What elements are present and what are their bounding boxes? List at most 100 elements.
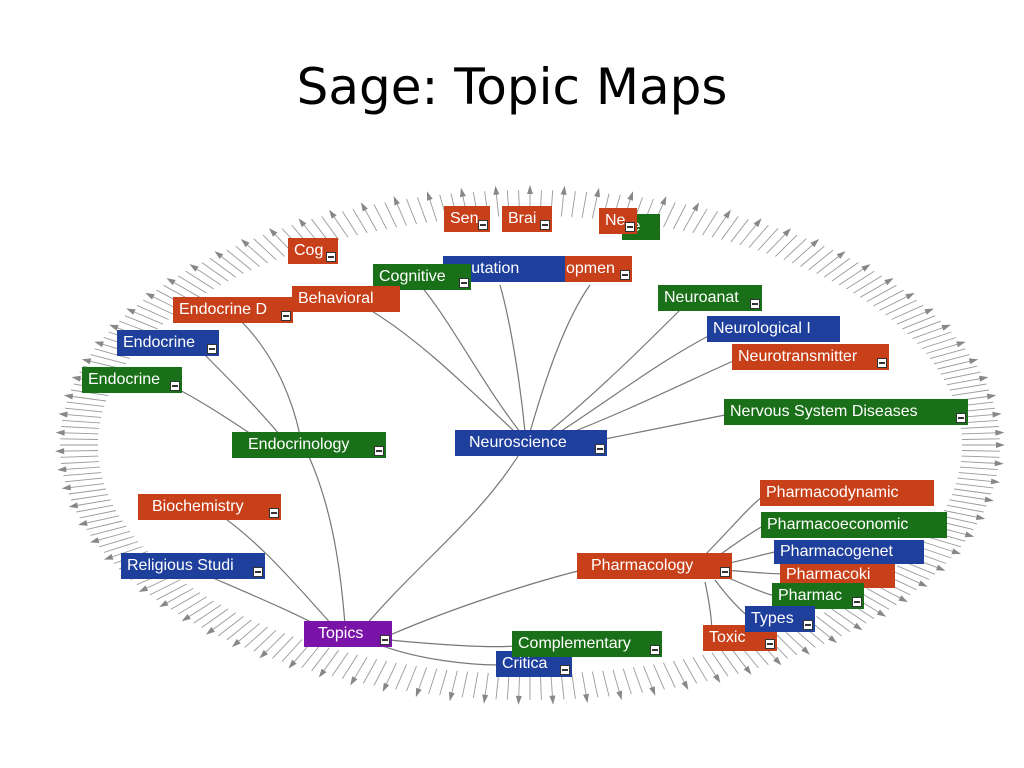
node-neurotransmitter[interactable]: Neurotransmitter: [732, 344, 889, 370]
node-cognitive[interactable]: Cognitive: [373, 264, 471, 290]
leaf-branch: [484, 672, 489, 699]
leaf-branch: [866, 588, 897, 606]
collapse-icon[interactable]: [380, 635, 390, 645]
node-endocrine-green[interactable]: Endocrine: [82, 367, 182, 393]
leaf-branch: [177, 596, 207, 615]
node-pharmacogenet[interactable]: Pharmacogenet: [774, 540, 924, 564]
leaf-branch: [62, 466, 101, 471]
collapse-icon[interactable]: [803, 620, 813, 630]
node-religious[interactable]: Religious Studi: [121, 553, 265, 579]
leaf-branch: [395, 664, 407, 690]
leaf-branch: [71, 493, 109, 501]
leaf-branch: [406, 665, 417, 692]
leaf-branch: [940, 365, 978, 375]
collapse-icon[interactable]: [269, 508, 279, 518]
node-toxic[interactable]: Toxic: [703, 625, 777, 651]
leaf-arrow: [627, 191, 633, 201]
collapse-icon[interactable]: [650, 645, 660, 655]
collapse-icon[interactable]: [765, 639, 775, 649]
node-ne[interactable]: Ne: [599, 208, 637, 234]
leaf-arrow: [616, 690, 623, 701]
node-neurological[interactable]: Neurological I: [707, 316, 840, 342]
node-pharmacoeconomic[interactable]: Pharmacoeconomic: [761, 512, 947, 538]
node-brai[interactable]: Brai: [502, 206, 552, 232]
leaf-branch: [739, 221, 759, 246]
node-neuroscience[interactable]: Neuroscience: [455, 430, 607, 456]
leaf-branch: [783, 238, 807, 261]
node-label: Pharmac: [778, 587, 843, 604]
leaf-branch: [775, 633, 798, 656]
node-types[interactable]: Types: [745, 606, 815, 632]
collapse-icon[interactable]: [595, 444, 605, 454]
leaf-branch: [846, 270, 875, 290]
edge-neuro-behavioral: [369, 309, 516, 433]
collapse-icon[interactable]: [720, 567, 730, 577]
leaf-branch: [951, 493, 989, 501]
leaf-branch: [73, 499, 111, 507]
collapse-icon[interactable]: [207, 344, 217, 354]
leaf-branch: [341, 210, 358, 236]
leaf-branch: [873, 289, 904, 307]
collapse-icon[interactable]: [459, 278, 469, 288]
collapse-icon[interactable]: [560, 665, 570, 675]
node-development[interactable]: opmen: [560, 256, 632, 282]
leaf-branch: [730, 218, 749, 243]
leaf-branch: [571, 191, 576, 218]
node-pharmacology[interactable]: Pharmacology: [577, 553, 732, 579]
leaf-branch: [253, 238, 277, 261]
leaf-arrow: [782, 228, 791, 237]
leaf-branch: [149, 579, 181, 596]
collapse-icon[interactable]: [956, 413, 966, 423]
collapse-icon[interactable]: [620, 270, 630, 280]
node-complementary[interactable]: Complementary: [512, 631, 662, 657]
leaf-branch: [859, 592, 890, 610]
collapse-icon[interactable]: [281, 311, 291, 321]
collapse-icon[interactable]: [170, 381, 180, 391]
collapse-icon[interactable]: [877, 358, 887, 368]
node-cog[interactable]: Cog: [288, 238, 338, 264]
leaf-branch: [98, 536, 135, 548]
leaf-arrow: [159, 600, 169, 608]
leaf-branch: [209, 612, 237, 633]
leaf-arrow: [956, 341, 966, 348]
leaf-branch: [518, 673, 521, 700]
node-endocrine-d[interactable]: Endocrine D: [173, 297, 293, 323]
collapse-icon[interactable]: [750, 299, 760, 309]
node-neuroanat[interactable]: Neuroanat: [658, 285, 762, 311]
node-behavioral[interactable]: Behavioral: [292, 286, 400, 312]
node-biochemistry[interactable]: Biochemistry: [138, 494, 281, 520]
collapse-icon[interactable]: [852, 597, 862, 607]
leaf-arrow: [996, 442, 1005, 448]
leaf-arrow: [810, 239, 820, 248]
collapse-icon[interactable]: [374, 446, 384, 456]
leaf-branch: [63, 413, 102, 418]
node-endocrinology[interactable]: Endocrinology: [232, 432, 386, 458]
collapse-icon[interactable]: [253, 567, 263, 577]
node-topics[interactable]: Topics: [304, 621, 392, 647]
leaf-arrow: [55, 448, 65, 455]
collapse-icon[interactable]: [625, 222, 635, 232]
leaf-branch: [331, 213, 349, 238]
leaf-branch: [612, 669, 621, 696]
collapse-icon[interactable]: [540, 220, 550, 230]
leaf-branch: [331, 652, 349, 677]
leaf-branch: [226, 619, 252, 641]
leaf-arrow: [918, 580, 928, 587]
leaf-branch: [244, 626, 268, 648]
edge-topics-complementary: [389, 639, 516, 648]
collapse-icon[interactable]: [478, 220, 488, 230]
leaf-branch: [352, 656, 368, 682]
leaf-branch: [622, 668, 632, 695]
leaf-branch: [185, 600, 214, 620]
leaf-arrow: [990, 478, 1000, 485]
leaf-arrow: [166, 278, 176, 286]
node-pharmacodynamic[interactable]: Pharmacodynamic: [760, 480, 934, 506]
node-label: Pharmacology: [591, 557, 694, 574]
edge-topics-pharmacology: [389, 567, 591, 636]
node-nervous[interactable]: Nervous System Diseases: [724, 399, 968, 425]
node-sen[interactable]: Sen: [444, 206, 490, 232]
node-label: Types: [751, 610, 794, 627]
collapse-icon[interactable]: [326, 252, 336, 262]
node-pharmac[interactable]: Pharmac: [772, 583, 864, 609]
node-endocrine-blue[interactable]: Endocrine: [117, 330, 219, 356]
